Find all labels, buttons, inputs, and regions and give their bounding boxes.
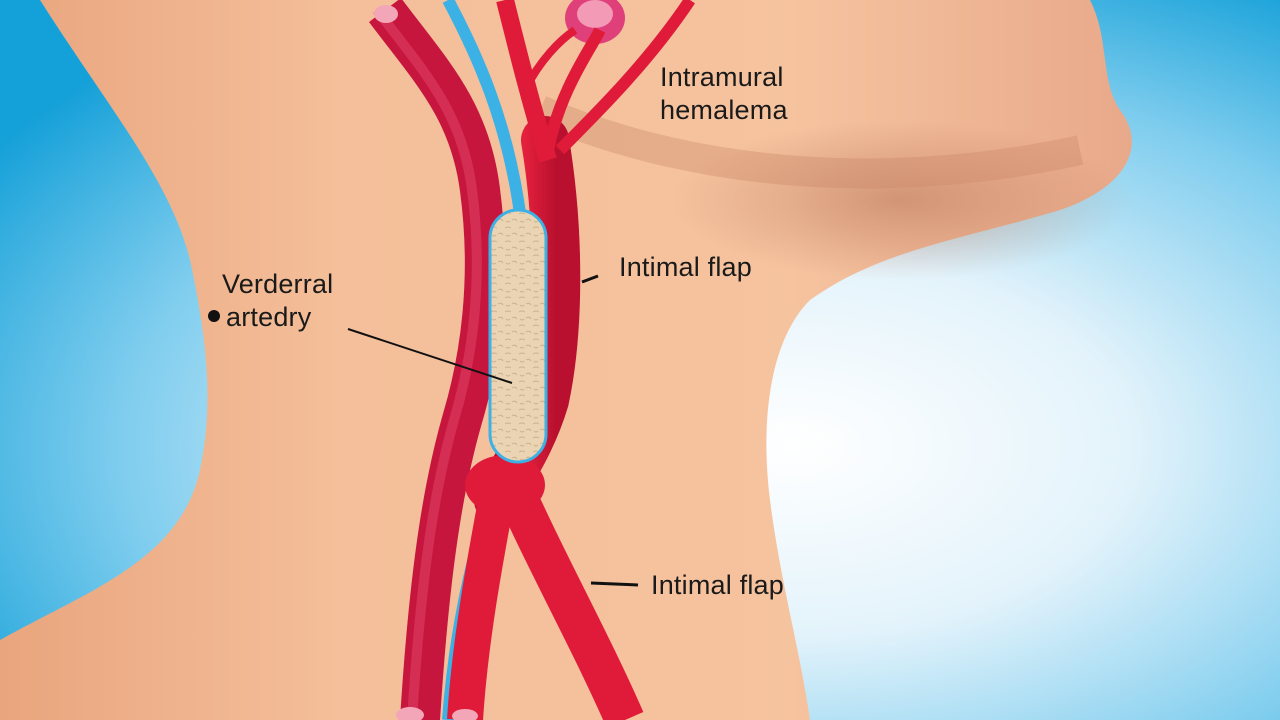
label-vertebral-line1: Verderral — [222, 269, 334, 299]
gland-top-inner — [577, 0, 613, 28]
label-vertebral-line2: artedry — [226, 302, 312, 332]
vessel-end-bottom — [396, 707, 424, 720]
label-intimal-flap-lower: Intimal flap — [651, 570, 784, 600]
artery-branch-3 — [555, 0, 695, 155]
leader-flap-upper — [581, 274, 599, 284]
leader-vertebral — [347, 328, 513, 384]
label-hematoma-line1: Intramural — [660, 62, 784, 92]
jaw-shadow — [670, 120, 1130, 280]
artery-branch-4 — [521, 26, 578, 92]
jawline-shade — [533, 96, 1084, 189]
label-intramural-hematoma: Intramural hemalema — [660, 61, 788, 127]
vessel-end-bottom-2 — [452, 709, 478, 720]
label-vertebral-artery: Verderral artedry — [222, 268, 333, 334]
vessel-end-top — [374, 5, 398, 23]
label-intimal-flap-upper: Intimal flap — [619, 252, 752, 282]
label-hematoma-line2: hemalema — [660, 95, 788, 125]
left-vessel — [369, 0, 505, 720]
bifurcation — [465, 455, 545, 515]
intramural-hematoma — [488, 208, 548, 464]
artery-branch-2 — [542, 27, 606, 152]
leader-flap-lower — [590, 581, 639, 587]
artery-branch-1 — [496, 0, 557, 163]
label-dot — [208, 310, 220, 322]
